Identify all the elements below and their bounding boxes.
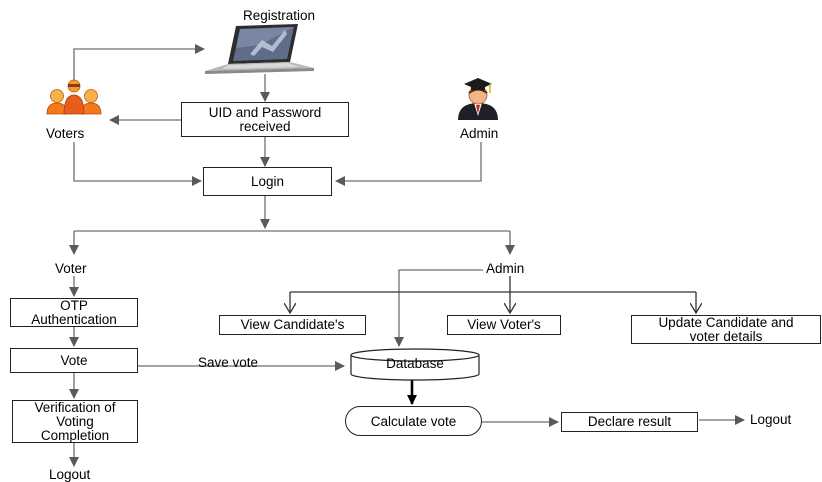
laptop-icon — [205, 24, 314, 74]
calculate-vote-oval: Calculate vote — [345, 406, 482, 436]
declare-result-box: Declare result — [561, 412, 698, 432]
view-voters-box: View Voter's — [447, 315, 561, 335]
database-label: Database — [386, 356, 444, 371]
edge-admin-to-login — [335, 142, 482, 186]
voter-branch-label: Voter — [55, 261, 87, 276]
voters-label: Voters — [46, 126, 85, 141]
voters-group-icon — [46, 79, 102, 115]
logout-right-label: Logout — [750, 412, 792, 427]
otp-authentication-box: OTP Authentication — [10, 298, 138, 327]
uid-password-box: UID and Password received — [181, 102, 349, 137]
edge-voters-to-registration — [73, 44, 205, 86]
login-box: Login — [203, 167, 332, 196]
verification-box: Verification of Voting Completion — [12, 400, 138, 443]
edge-voters-to-login — [73, 142, 202, 186]
update-details-box: Update Candidate and voter details — [631, 315, 821, 344]
admin-graduate-icon — [458, 78, 498, 120]
edge-admin-split — [290, 276, 696, 293]
vote-box: Vote — [10, 348, 138, 373]
registration-label: Registration — [242, 8, 316, 23]
logout-left-label: Logout — [49, 467, 91, 482]
view-candidates-box: View Candidate's — [219, 315, 366, 335]
admin-actor-label: Admin — [460, 126, 499, 141]
edge-admin-to-database — [394, 269, 483, 347]
database-cylinder — [350, 348, 480, 381]
admin-branch-label: Admin — [486, 261, 525, 276]
save-vote-label: Save vote — [198, 355, 259, 370]
